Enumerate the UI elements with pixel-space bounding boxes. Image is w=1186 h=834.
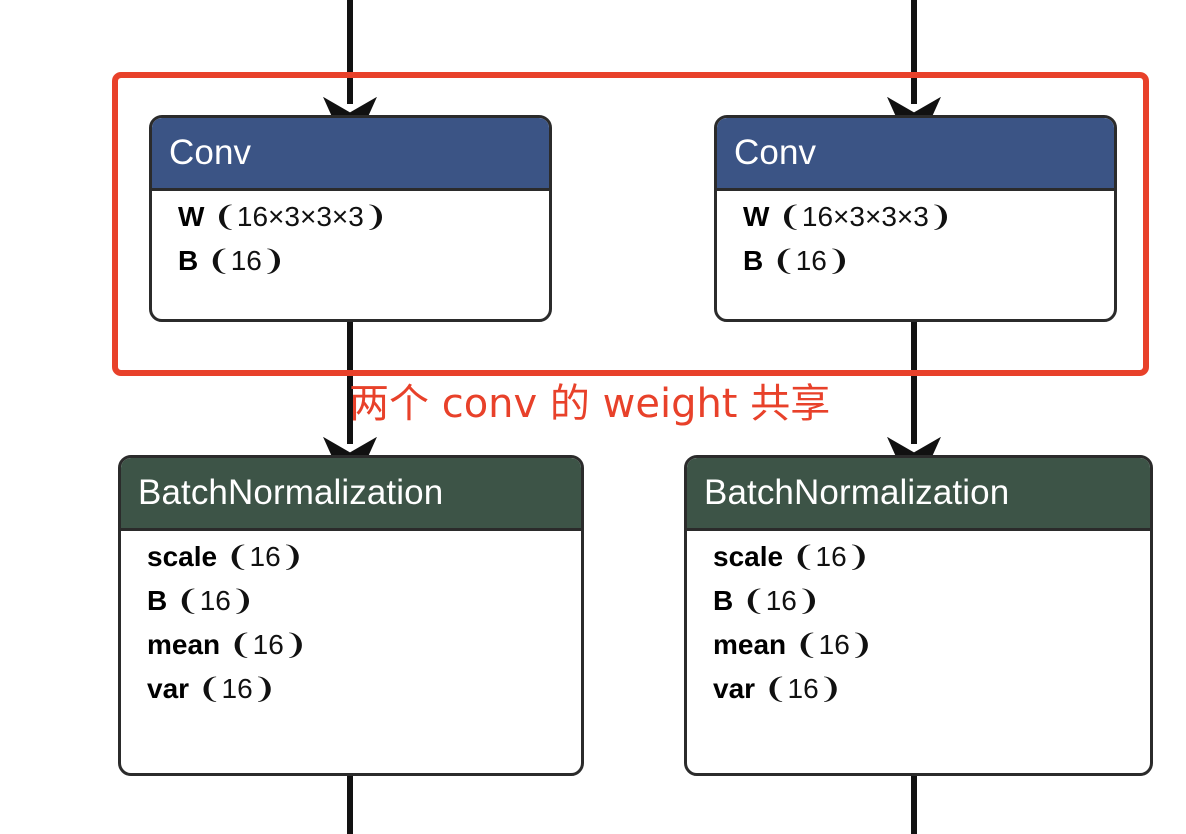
node-batchnormalization-right-attributes: scale ❨16❩ B ❨16❩ mean ❨16❩ var ❨16❩ xyxy=(687,531,1150,713)
attribute-row: B ❨16❩ xyxy=(178,247,549,275)
attribute-name: scale xyxy=(713,541,784,572)
attribute-row: scale ❨16❩ xyxy=(713,543,1150,571)
attribute-name: B xyxy=(178,245,199,276)
attribute-name: var xyxy=(713,673,756,704)
attribute-name: W xyxy=(743,201,770,232)
attribute-name: B xyxy=(147,585,168,616)
shared-weights-annotation-label: 两个 conv 的 weight 共享 xyxy=(349,381,831,427)
attribute-row: W ❨16×3×3×3❩ xyxy=(743,203,1114,231)
attribute-value: ❨16❩ xyxy=(229,629,308,660)
attribute-name: B xyxy=(743,245,764,276)
attribute-value: ❨16❩ xyxy=(176,585,255,616)
attribute-value: ❨16×3×3×3❩ xyxy=(778,201,953,232)
attribute-name: W xyxy=(178,201,205,232)
attribute-value: ❨16❩ xyxy=(207,245,286,276)
node-conv-left[interactable]: Conv W ❨16×3×3×3❩ B ❨16❩ xyxy=(149,115,552,322)
attribute-value: ❨16❩ xyxy=(795,629,874,660)
node-conv-right-attributes: W ❨16×3×3×3❩ B ❨16❩ xyxy=(717,191,1114,285)
node-batchnormalization-left-attributes: scale ❨16❩ B ❨16❩ mean ❨16❩ var ❨16❩ xyxy=(121,531,581,713)
attribute-row: B ❨16❩ xyxy=(713,587,1150,615)
attribute-value: ❨16❩ xyxy=(792,541,871,572)
attribute-value: ❨16❩ xyxy=(764,673,843,704)
node-batchnormalization-left[interactable]: BatchNormalization scale ❨16❩ B ❨16❩ mean ❨… xyxy=(118,455,584,776)
attribute-value: ❨16❩ xyxy=(772,245,851,276)
attribute-row: var ❨16❩ xyxy=(147,675,581,703)
node-conv-left-attributes: W ❨16×3×3×3❩ B ❨16❩ xyxy=(152,191,549,285)
attribute-name: B xyxy=(713,585,734,616)
attribute-row: mean ❨16❩ xyxy=(147,631,581,659)
node-conv-right[interactable]: Conv W ❨16×3×3×3❩ B ❨16❩ xyxy=(714,115,1117,322)
node-conv-left-title: Conv xyxy=(152,118,549,191)
node-batchnormalization-left-title: BatchNormalization xyxy=(121,458,581,531)
node-batchnormalization-right[interactable]: BatchNormalization scale ❨16❩ B ❨16❩ mean ❨… xyxy=(684,455,1153,776)
attribute-name: var xyxy=(147,673,190,704)
attribute-name: mean xyxy=(713,629,787,660)
attribute-name: mean xyxy=(147,629,221,660)
attribute-row: B ❨16❩ xyxy=(147,587,581,615)
attribute-row: W ❨16×3×3×3❩ xyxy=(178,203,549,231)
attribute-row: mean ❨16❩ xyxy=(713,631,1150,659)
attribute-value: ❨16❩ xyxy=(198,673,277,704)
attribute-value: ❨16❩ xyxy=(742,585,821,616)
attribute-name: scale xyxy=(147,541,218,572)
attribute-row: var ❨16❩ xyxy=(713,675,1150,703)
attribute-row: scale ❨16❩ xyxy=(147,543,581,571)
attribute-value: ❨16×3×3×3❩ xyxy=(213,201,388,232)
attribute-row: B ❨16❩ xyxy=(743,247,1114,275)
node-batchnormalization-right-title: BatchNormalization xyxy=(687,458,1150,531)
node-conv-right-title: Conv xyxy=(717,118,1114,191)
attribute-value: ❨16❩ xyxy=(226,541,305,572)
